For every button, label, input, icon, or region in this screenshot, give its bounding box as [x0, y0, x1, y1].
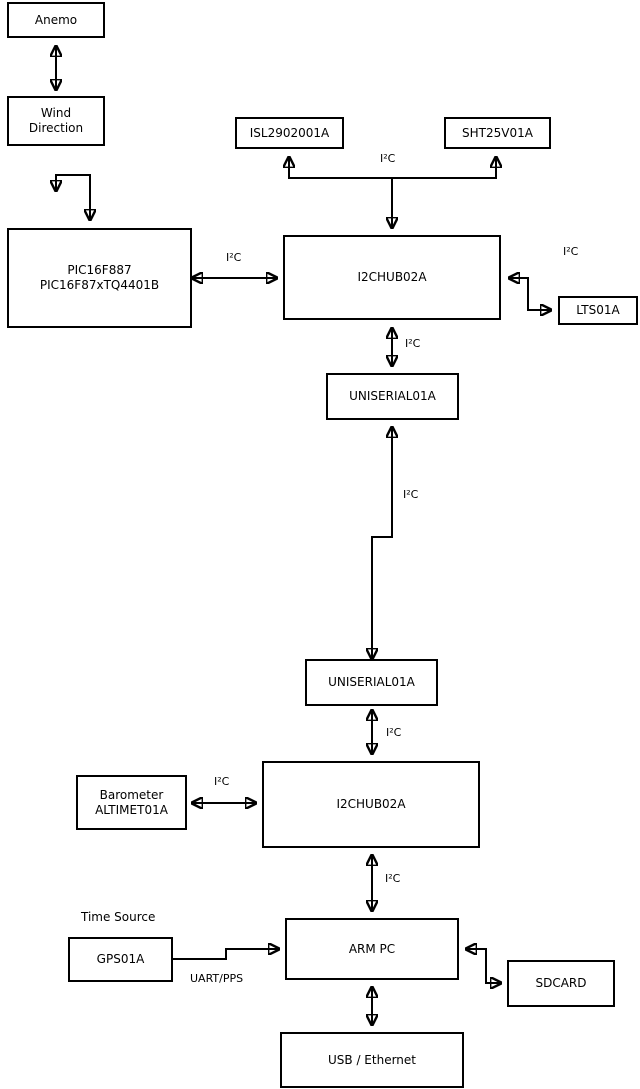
node-gps01a[interactable]: GPS01A [68, 937, 173, 982]
node-i2chub02a-top[interactable]: I2CHUB02A [283, 235, 501, 320]
node-uniserial01a-bottom-label: UNISERIAL01A [328, 675, 415, 689]
edge-label-i2c-pic-hub: I²C [226, 251, 242, 264]
edge-label-i2c-uniserial-uniserial: I²C [403, 488, 419, 501]
node-lts01a[interactable]: LTS01A [558, 296, 638, 325]
wire-bus-isl [289, 157, 392, 179]
node-pic-mcu[interactable]: PIC16F887 PIC16F87xTQ4401B [7, 228, 192, 328]
node-uniserial01a-top-label: UNISERIAL01A [349, 389, 436, 403]
wire-armpc-sdcard [466, 949, 501, 983]
node-arm-pc[interactable]: ARM PC [285, 918, 459, 980]
edge-label-i2c-top-bus: I²C [380, 152, 396, 165]
node-usb-ethernet-label: USB / Ethernet [328, 1052, 416, 1067]
node-usb-ethernet[interactable]: USB / Ethernet [280, 1032, 464, 1088]
node-i2chub02a-top-label: I2CHUB02A [357, 270, 427, 284]
node-uniserial01a-top[interactable]: UNISERIAL01A [326, 373, 459, 420]
wire-wind-pic [56, 174, 90, 220]
node-gps01a-label: GPS01A [96, 952, 145, 966]
node-sht25v01a-label: SHT25V01A [462, 125, 533, 140]
node-isl2902001a-label: ISL2902001A [249, 125, 330, 140]
node-isl2902001a[interactable]: ISL2902001A [235, 117, 344, 149]
wire-unitop-unibot [372, 427, 392, 659]
node-anemo[interactable]: Anemo [7, 2, 105, 38]
node-sht25v01a[interactable]: SHT25V01A [444, 117, 551, 149]
node-barometer-label: Barometer ALTIMET01A [95, 787, 168, 817]
node-wind-direction-label: Wind Direction [28, 106, 84, 135]
node-wind-direction[interactable]: Wind Direction [7, 96, 105, 146]
node-sdcard[interactable]: SDCARD [507, 960, 615, 1007]
node-lts01a-label: LTS01A [576, 303, 620, 317]
node-sdcard-label: SDCARD [535, 976, 587, 990]
node-barometer[interactable]: Barometer ALTIMET01A [76, 775, 187, 830]
node-i2chub02a-bottom[interactable]: I2CHUB02A [262, 761, 480, 848]
label-time-source: Time Source [81, 910, 156, 924]
edge-label-i2c-hub-armpc: I²C [385, 872, 401, 885]
wire-gps-armpc [173, 949, 279, 960]
node-pic-mcu-label: PIC16F887 PIC16F87xTQ4401B [39, 263, 160, 292]
edge-label-i2c-hub-lts: I²C [563, 245, 579, 258]
node-uniserial01a-bottom[interactable]: UNISERIAL01A [305, 659, 438, 706]
wire-bus-sht [392, 157, 496, 179]
wire-hubtop-lts [509, 278, 551, 310]
edge-label-i2c-uniserial-hub: I²C [386, 726, 402, 739]
edge-label-i2c-barometer-hub: I²C [214, 775, 230, 788]
node-i2chub02a-bottom-label: I2CHUB02A [336, 797, 406, 811]
edge-label-uart-pps: UART/PPS [190, 972, 244, 985]
node-anemo-label: Anemo [34, 12, 78, 27]
node-arm-pc-label: ARM PC [348, 941, 396, 956]
edge-label-i2c-hub-uniserial: I²C [405, 337, 421, 350]
